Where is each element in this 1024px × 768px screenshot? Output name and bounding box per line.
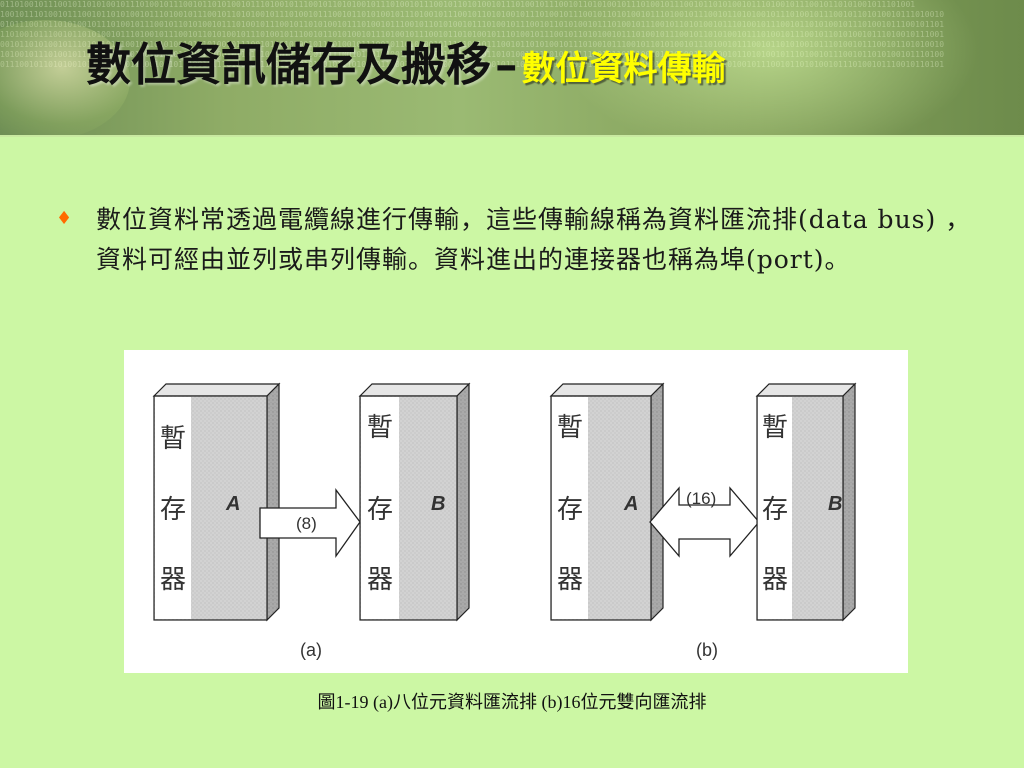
data-bus-figure: 暫 存 器 A (8) 暫 存 器 B (a) 暫 [124, 350, 908, 673]
panel-label-b: (b) [696, 640, 718, 660]
bullet-item: ♦ 數位資料常透過電纜線進行傳輸，這些傳輸線稱為資料匯流排(data bus) … [56, 200, 976, 280]
bus-arrow-one-way: (8) [259, 488, 361, 559]
register-char: 器 [367, 565, 393, 595]
register-char: 暫 [762, 413, 788, 443]
banner-glow [560, 0, 980, 137]
register-char: 器 [160, 565, 186, 595]
title-banner: 0110100101110010110101001011101001011100… [0, 0, 1024, 137]
panel-label-a: (a) [300, 640, 322, 660]
register-char: 暫 [160, 424, 186, 454]
binary-pattern-background: 0110100101110010110101001011101001011100… [0, 0, 945, 69]
register-letter: A [623, 493, 638, 515]
register-char: 暫 [367, 413, 393, 443]
diamond-bullet-icon: ♦ [56, 208, 73, 229]
register-char: 器 [557, 565, 583, 595]
register-letter: B [828, 493, 842, 515]
register-b-right: 暫 存 器 B [358, 382, 471, 622]
register-a-left: 暫 存 器 A [152, 382, 281, 622]
register-b-right-b: 暫 存 器 B [755, 382, 857, 622]
register-char: 器 [762, 565, 788, 595]
register-char: 暫 [557, 413, 583, 443]
register-char: 存 [762, 495, 788, 525]
bus-arrow-two-way: (16) [649, 486, 760, 558]
data-bus-diagram: 暫 存 器 A (8) 暫 存 器 B (a) 暫 [152, 382, 857, 660]
register-letter: B [431, 493, 445, 515]
register-char: 存 [367, 495, 393, 525]
register-letter: A [225, 493, 240, 515]
title-main: 數位資訊儲存及搬移 [86, 38, 492, 91]
bus-width-label: (8) [296, 514, 317, 533]
bullet-text: 數位資料常透過電纜線進行傳輸，這些傳輸線稱為資料匯流排(data bus) ，資… [96, 205, 972, 274]
register-char: 存 [160, 495, 186, 525]
slide-title: 數位資訊儲存及搬移 – 數位資料傳輸 [86, 28, 726, 108]
register-a-left-b: 暫 存 器 A [549, 382, 665, 622]
register-char: 存 [557, 495, 583, 525]
title-subtitle: 數位資料傳輸 [521, 49, 726, 89]
figure-caption: 圖1-19 (a)八位元資料匯流排 (b)16位元雙向匯流排 [317, 692, 707, 712]
banner-divider [0, 135, 1024, 137]
coin-graphic [0, 20, 130, 137]
title-separator: – [495, 38, 518, 91]
bus-width-label: (16) [686, 489, 716, 508]
